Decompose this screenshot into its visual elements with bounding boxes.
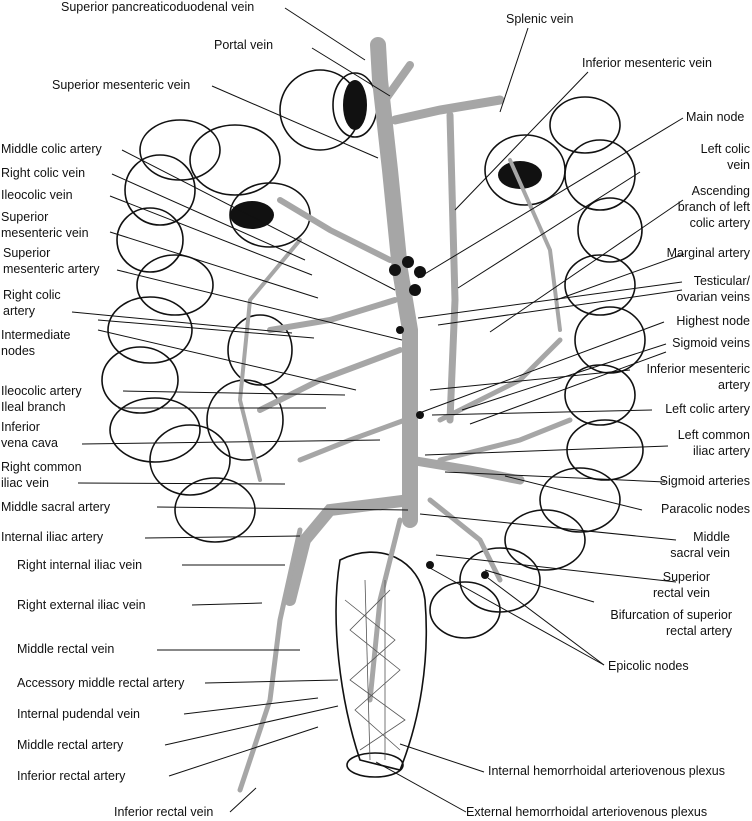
label-superior-mesenteric-artery-1: Superior <box>3 246 51 260</box>
label-superior-mesenteric-vein-top: Superior mesenteric vein <box>52 78 191 92</box>
label-right-colic-artery-1: Right colic <box>3 288 61 302</box>
label-bifurcation-1: Bifurcation of superior <box>610 608 732 622</box>
label-right-common-iliac-2: iliac vein <box>1 476 49 490</box>
vessels <box>237 37 573 793</box>
label-epicolic-nodes: Epicolic nodes <box>608 659 689 673</box>
label-inferior-mesenteric-artery-1: Inferior mesenteric <box>646 362 750 376</box>
label-middle-rectal-artery: Middle rectal artery <box>17 738 124 752</box>
colon-cut-ends <box>230 80 542 229</box>
label-right-colic-vein: Right colic vein <box>1 166 86 180</box>
leader-lines <box>71 7 685 813</box>
label-right-common-iliac-1: Right common <box>1 460 82 474</box>
label-internal-iliac-artery: Internal iliac artery <box>1 530 104 544</box>
label-superior-mesenteric-vein-2: mesenteric vein <box>1 226 89 240</box>
rectal-plexus <box>344 579 406 761</box>
label-right-colic-artery-2: artery <box>3 304 35 318</box>
label-inferior-mesenteric-vein-top: Inferior mesenteric vein <box>582 56 712 70</box>
label-internal-pudendal-vein: Internal pudendal vein <box>17 707 141 721</box>
label-superior-rectal-vein-2: rectal vein <box>653 586 710 600</box>
label-superior-mesenteric-artery-2: mesenteric artery <box>3 262 100 276</box>
label-middle-sacral-vein-1: Middle <box>693 530 730 544</box>
label-splenic-vein: Splenic vein <box>506 12 574 26</box>
label-ascending-branch-1: Ascending <box>691 184 750 198</box>
label-right-internal-iliac-vein: Right internal iliac vein <box>17 558 143 572</box>
label-portal-vein: Portal vein <box>214 38 274 52</box>
label-main-node: Main node <box>686 110 745 124</box>
label-middle-rectal-vein: Middle rectal vein <box>17 642 115 656</box>
label-highest-node: Highest node <box>676 314 750 328</box>
label-ascending-branch-3: colic artery <box>689 216 750 230</box>
label-inferior-rectal-artery: Inferior rectal artery <box>17 769 126 783</box>
label-intermediate-nodes-1: Intermediate <box>1 328 71 342</box>
label-inferior-vena-cava-2: vena cava <box>1 436 58 450</box>
label-inferior-mesenteric-artery-2: artery <box>718 378 750 392</box>
label-testicular-ovarian-2: ovarian veins <box>676 290 750 304</box>
label-left-colic-vein-1: Left colic <box>700 142 750 156</box>
label-middle-sacral-vein-2: sacral vein <box>670 546 730 560</box>
label-middle-sacral-artery: Middle sacral artery <box>1 500 111 514</box>
label-sigmoid-arteries: Sigmoid arteries <box>659 474 750 488</box>
label-intermediate-nodes-2: nodes <box>1 344 36 358</box>
label-right-external-iliac-vein: Right external iliac vein <box>17 598 146 612</box>
label-ileal-branch: Ileal branch <box>1 400 66 414</box>
label-accessory-middle-rectal-artery: Accessory middle rectal artery <box>17 676 185 690</box>
label-left-common-iliac-1: Left common <box>677 428 750 442</box>
label-ileocolic-artery: Ileocolic artery <box>1 384 82 398</box>
label-superior-pancreaticoduodenal-vein: Superior pancreaticoduodenal vein <box>61 0 255 14</box>
label-external-hemorrhoidal-plexus: External hemorrhoidal arteriovenous plex… <box>466 805 708 819</box>
label-superior-rectal-vein-1: Superior <box>662 570 710 584</box>
label-marginal-artery: Marginal artery <box>666 246 750 260</box>
colon-outline <box>101 69 646 778</box>
label-left-common-iliac-2: iliac artery <box>693 444 750 458</box>
label-bifurcation-2: rectal artery <box>666 624 732 638</box>
label-sigmoid-veins: Sigmoid veins <box>672 336 750 350</box>
label-superior-mesenteric-vein-1: Superior <box>1 210 49 224</box>
label-middle-colic-artery: Middle colic artery <box>1 142 102 156</box>
label-internal-hemorrhoidal-plexus: Internal hemorrhoidal arteriovenous plex… <box>488 764 725 778</box>
label-inferior-rectal-vein: Inferior rectal vein <box>114 805 214 819</box>
label-left-colic-vein-2: vein <box>727 158 750 172</box>
label-left-colic-artery: Left colic artery <box>665 402 750 416</box>
label-paracolic-nodes: Paracolic nodes <box>661 502 750 516</box>
label-ascending-branch-2: branch of left <box>677 200 750 214</box>
label-testicular-ovarian-1: Testicular/ <box>693 274 750 288</box>
label-inferior-vena-cava-1: Inferior <box>1 420 40 434</box>
label-ileocolic-vein: Ileocolic vein <box>1 188 73 202</box>
